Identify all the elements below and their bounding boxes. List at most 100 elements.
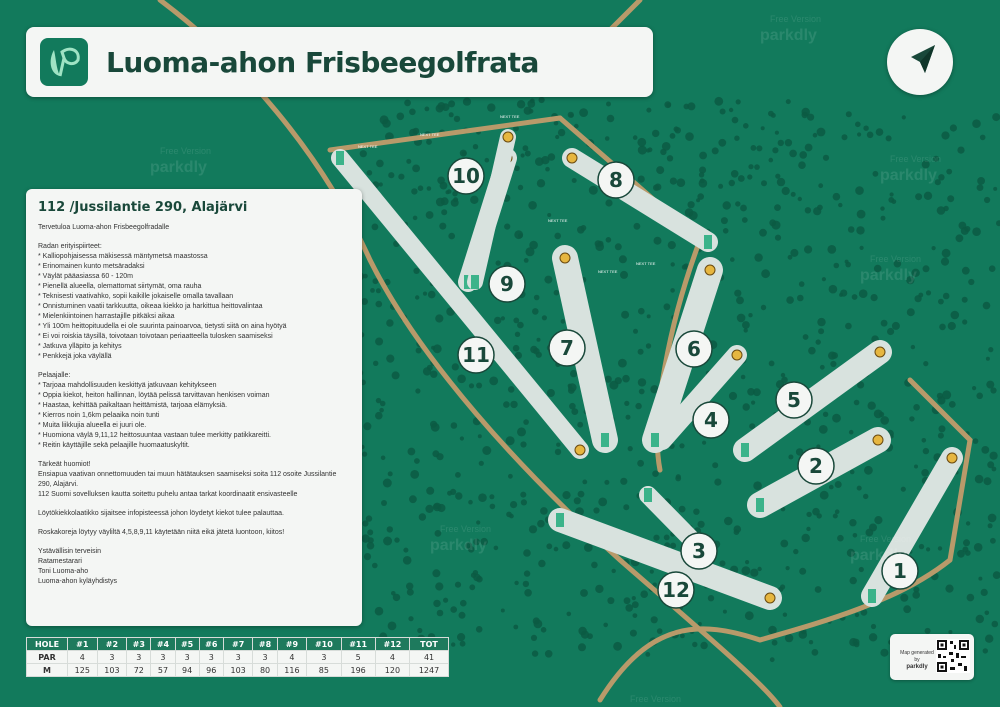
tree-icon bbox=[781, 186, 790, 196]
tree-icon bbox=[852, 533, 858, 538]
tree-icon bbox=[848, 429, 854, 435]
tree-icon bbox=[811, 649, 819, 656]
tree-icon bbox=[782, 612, 788, 617]
tree-icon bbox=[841, 134, 848, 141]
tree-icon bbox=[595, 242, 604, 251]
tree-icon bbox=[482, 446, 492, 455]
tree-icon bbox=[832, 192, 841, 201]
tree-icon bbox=[517, 427, 526, 437]
tree-icon bbox=[958, 221, 967, 230]
tree-icon bbox=[522, 145, 529, 152]
hole-number: 10 bbox=[452, 164, 480, 188]
tree-icon bbox=[547, 153, 556, 161]
hole-badge-11[interactable]: 11 bbox=[457, 336, 495, 374]
tree-icon bbox=[517, 321, 524, 329]
hole-badge-3[interactable]: 3 bbox=[680, 532, 718, 570]
table-cell: 5 bbox=[340, 650, 376, 664]
hole-badge-6[interactable]: 6 bbox=[675, 330, 713, 368]
tree-icon bbox=[378, 182, 383, 187]
tree-icon bbox=[637, 348, 644, 355]
tree-icon bbox=[537, 519, 545, 528]
tree-icon bbox=[417, 627, 423, 634]
table-cell: 57 bbox=[150, 663, 176, 677]
hole-badge-4[interactable]: 4 bbox=[692, 401, 730, 439]
tree-icon bbox=[834, 481, 842, 488]
tree-icon bbox=[570, 369, 578, 378]
tree-icon bbox=[520, 499, 528, 506]
tree-icon bbox=[698, 172, 705, 178]
tree-icon bbox=[828, 351, 837, 360]
tree-icon bbox=[374, 606, 384, 616]
signature-line: Ystävällisin terveisin bbox=[38, 548, 102, 555]
tree-icon bbox=[381, 500, 387, 506]
tree-icon bbox=[516, 100, 526, 109]
tree-icon bbox=[913, 404, 920, 411]
tree-icon bbox=[734, 135, 740, 141]
table-cell: 96 bbox=[198, 663, 224, 677]
tree-icon bbox=[847, 226, 855, 233]
table-cell: PAR bbox=[26, 650, 68, 664]
tree-icon bbox=[699, 151, 707, 160]
tree-icon bbox=[875, 128, 884, 136]
tree-icon bbox=[757, 566, 762, 572]
table-cell: HOLE bbox=[26, 637, 68, 651]
tree-icon bbox=[361, 534, 370, 543]
tree-icon bbox=[692, 641, 698, 648]
tree-icon bbox=[375, 411, 383, 420]
tree-icon bbox=[571, 408, 579, 415]
watermark: Free Version bbox=[770, 14, 821, 24]
tree-icon bbox=[625, 604, 633, 612]
tree-icon bbox=[424, 106, 430, 112]
hole-badge-9[interactable]: 9 bbox=[488, 265, 526, 303]
tree-icon bbox=[560, 319, 566, 324]
tree-icon bbox=[637, 145, 647, 155]
tree-icon bbox=[547, 213, 552, 217]
table-cell: 4 bbox=[67, 650, 98, 664]
tree-icon bbox=[808, 346, 816, 355]
table-cell: 3 bbox=[150, 650, 176, 664]
tree-icon bbox=[489, 503, 496, 510]
tree-icon bbox=[849, 519, 857, 527]
table-cell: 41 bbox=[409, 650, 449, 664]
tree-icon bbox=[525, 247, 535, 257]
tree-icon bbox=[623, 504, 630, 511]
tree-icon bbox=[731, 116, 739, 124]
tee-pad bbox=[741, 443, 749, 457]
tree-icon bbox=[678, 505, 686, 513]
watermark: Free Version bbox=[440, 524, 491, 534]
tree-icon bbox=[687, 201, 695, 209]
tree-icon bbox=[635, 402, 642, 410]
tree-icon bbox=[434, 530, 442, 537]
tree-icon bbox=[637, 137, 647, 147]
tree-icon bbox=[514, 351, 523, 359]
hole-badge-5[interactable]: 5 bbox=[775, 381, 813, 419]
hole-badge-circle bbox=[447, 157, 485, 195]
tree-icon bbox=[473, 538, 480, 546]
tree-icon bbox=[553, 120, 559, 126]
tree-icon bbox=[517, 184, 524, 191]
tree-icon bbox=[538, 559, 546, 568]
hole-badge-10[interactable]: 10 bbox=[447, 157, 485, 195]
tree-icon bbox=[530, 634, 538, 642]
tree-icon bbox=[798, 281, 805, 287]
list-item: Huomiona väylä 9,11,12 heittosuuntaa vas… bbox=[38, 431, 350, 441]
qr-card[interactable]: Map generated by parkdly bbox=[890, 634, 974, 680]
tee-pad bbox=[471, 275, 479, 289]
tree-icon bbox=[880, 206, 885, 211]
tree-icon bbox=[432, 569, 441, 578]
tree-icon bbox=[487, 103, 496, 112]
hole-badge-8[interactable]: 8 bbox=[597, 161, 635, 199]
tree-icon bbox=[748, 313, 753, 318]
hole-badge-2[interactable]: 2 bbox=[797, 447, 835, 485]
tree-icon bbox=[806, 526, 811, 532]
qr-code-icon[interactable] bbox=[936, 639, 970, 673]
tree-icon bbox=[375, 288, 381, 294]
tree-icon bbox=[595, 584, 604, 594]
hole-badge-1[interactable]: 1 bbox=[881, 552, 919, 590]
tree-icon bbox=[819, 364, 825, 370]
hole-badge-12[interactable]: 12 bbox=[657, 571, 695, 609]
hole-badge-7[interactable]: 7 bbox=[548, 329, 586, 367]
tree-icon bbox=[943, 205, 949, 212]
tree-icon bbox=[793, 548, 799, 555]
tree-icon bbox=[448, 112, 454, 118]
